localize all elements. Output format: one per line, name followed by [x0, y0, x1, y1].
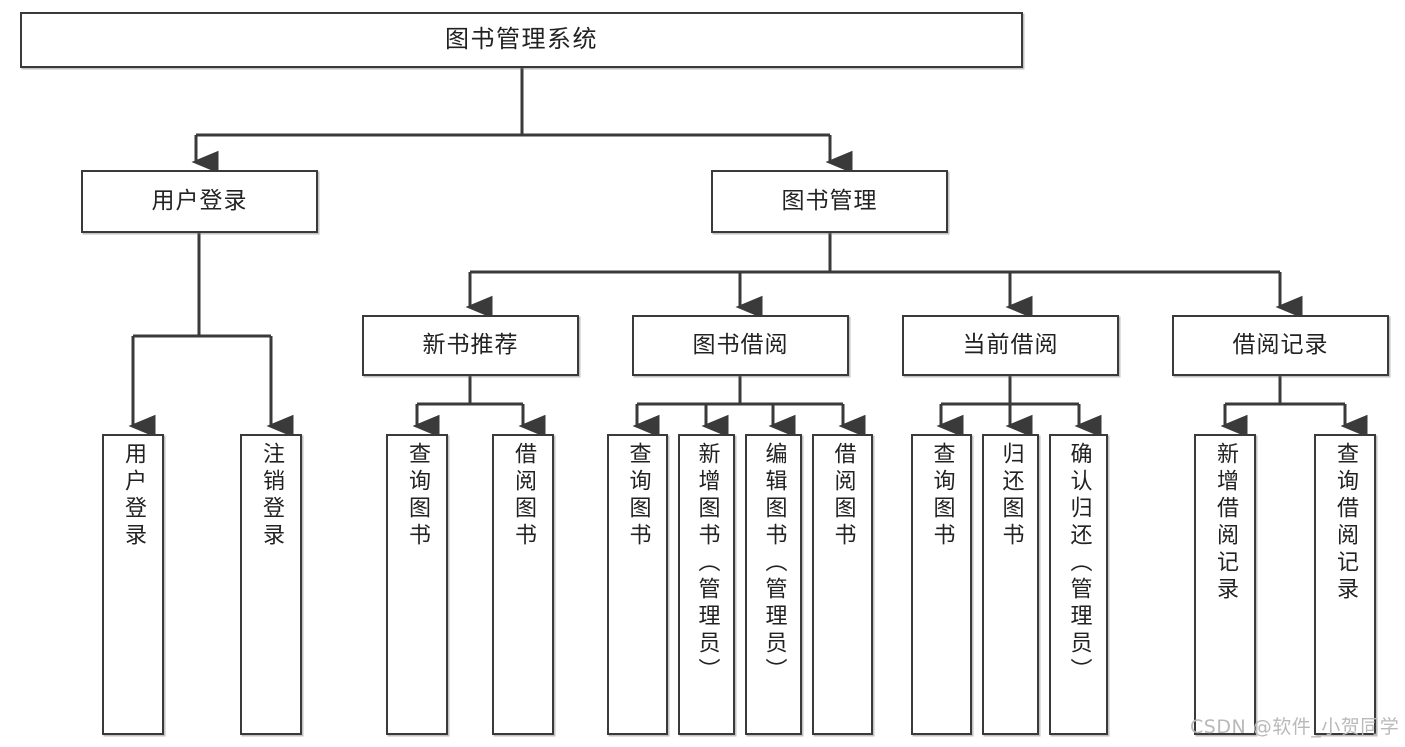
node-label: 图书管理 — [781, 188, 878, 215]
node-label: 借阅图书 — [830, 442, 856, 550]
node-label: 归还图书 — [998, 442, 1024, 550]
node-label: 当前借阅 — [962, 332, 1059, 359]
node-label: 编辑图书（管理员） — [761, 442, 787, 685]
node-label: 借阅图书 — [511, 442, 536, 550]
node-root-system[interactable]: 图书管理系统 — [20, 12, 1023, 68]
node-book-borrow[interactable]: 图书借阅 — [632, 315, 849, 376]
node-label: 查询图书 — [929, 442, 955, 550]
leaf-query-book-new[interactable]: 查询图书 — [386, 434, 448, 735]
node-new-book-recommend[interactable]: 新书推荐 — [362, 315, 579, 376]
node-label: 新增图书（管理员） — [694, 442, 720, 685]
node-label: 用户登录 — [151, 188, 248, 215]
node-label: 新增借阅记录 — [1213, 442, 1238, 604]
leaf-edit-book-admin[interactable]: 编辑图书（管理员） — [745, 434, 802, 735]
node-label: 图书借阅 — [692, 332, 789, 359]
node-label: 查询借阅记录 — [1333, 442, 1358, 604]
node-borrow-record[interactable]: 借阅记录 — [1172, 315, 1389, 376]
csdn-watermark: CSDN @软件_小贺同学 — [1190, 716, 1400, 738]
node-book-management[interactable]: 图书管理 — [711, 170, 948, 233]
leaf-borrow-book-new[interactable]: 借阅图书 — [492, 434, 554, 735]
node-current-borrow[interactable]: 当前借阅 — [902, 315, 1119, 376]
node-label: 新书推荐 — [422, 332, 519, 359]
leaf-query-book-current[interactable]: 查询图书 — [911, 434, 972, 735]
leaf-add-borrow-record[interactable]: 新增借阅记录 — [1194, 434, 1256, 735]
node-label: 查询图书 — [405, 442, 430, 550]
node-label: 用户登录 — [121, 442, 146, 550]
leaf-query-book-borrow[interactable]: 查询图书 — [607, 434, 668, 735]
leaf-logout[interactable]: 注销登录 — [240, 434, 302, 735]
node-label: 查询图书 — [625, 442, 651, 550]
leaf-user-login[interactable]: 用户登录 — [102, 434, 164, 735]
leaf-borrow-book[interactable]: 借阅图书 — [812, 434, 873, 735]
node-label: 注销登录 — [259, 442, 284, 550]
leaf-query-borrow-record[interactable]: 查询借阅记录 — [1314, 434, 1376, 735]
leaf-return-book[interactable]: 归还图书 — [982, 434, 1039, 735]
node-label: 借阅记录 — [1232, 332, 1329, 359]
node-label: 图书管理系统 — [445, 25, 598, 54]
node-user-login[interactable]: 用户登录 — [81, 170, 318, 233]
node-label: 确认归还（管理员） — [1066, 442, 1092, 685]
leaf-add-book-admin[interactable]: 新增图书（管理员） — [678, 434, 735, 735]
leaf-confirm-return-admin[interactable]: 确认归还（管理员） — [1049, 434, 1108, 735]
